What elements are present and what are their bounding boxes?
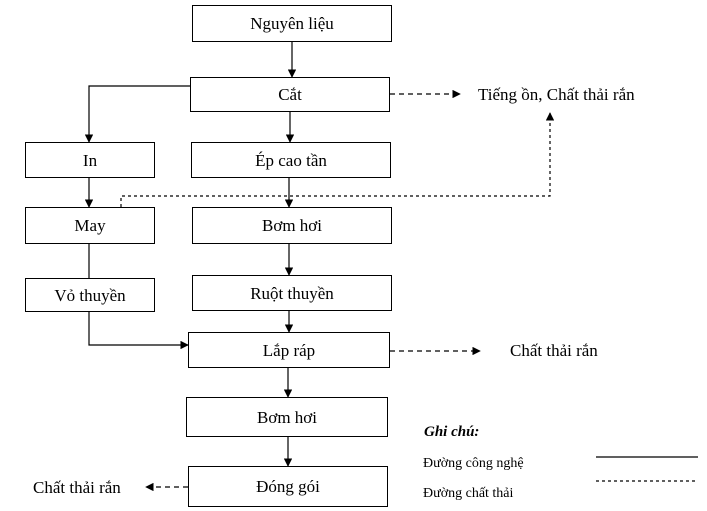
node-dong-goi: Đóng gói: [188, 466, 388, 507]
legend-process-label: Đường công nghệ: [423, 456, 524, 471]
legend-waste-label: Đường chất thải: [423, 486, 514, 501]
arrow-cat-to-in: [84, 85, 190, 143]
node-lap-rap: Lắp ráp: [188, 332, 390, 368]
arrow-vo-thuyen-to-lap-rap: [88, 312, 189, 350]
node-nguyen-lieu: Nguyên liệu: [192, 5, 392, 42]
node-vo-thuyen: Vỏ thuyền: [25, 278, 155, 312]
legend-title: Ghi chú:: [424, 424, 480, 440]
node-cat: Cắt: [190, 77, 390, 112]
output-cat-waste: Tiếng ồn, Chất thải rắn: [478, 85, 635, 104]
node-ruot-thuyen: Ruột thuyền: [192, 275, 392, 311]
output-lap-rap-waste: Chất thải rắn: [510, 341, 598, 360]
node-bom-hoi-2: Bơm hơi: [186, 397, 388, 437]
node-bom-hoi-1: Bơm hơi: [192, 207, 392, 244]
waste-arrow-may: [120, 112, 555, 207]
output-dong-goi-waste: Chất thải rắn: [33, 478, 121, 497]
node-may: May: [25, 207, 155, 244]
node-ep-cao-tan: Ép cao tần: [191, 142, 391, 178]
node-in: In: [25, 142, 155, 178]
